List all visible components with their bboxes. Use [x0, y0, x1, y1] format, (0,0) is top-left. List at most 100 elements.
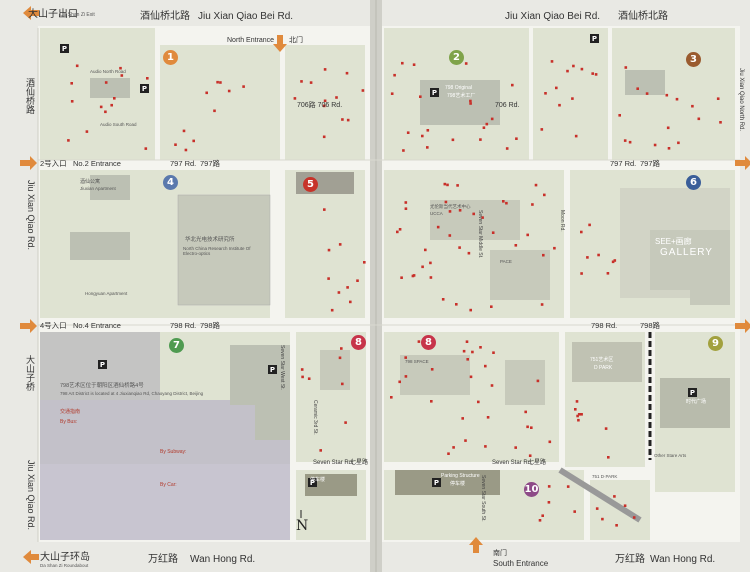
venue-dot	[485, 122, 489, 126]
venue-dot	[572, 64, 575, 68]
venue-dot	[182, 129, 186, 133]
venue-dot	[665, 93, 669, 97]
building-mid-b	[490, 250, 550, 300]
arrow-no2-entrance	[20, 156, 37, 170]
venue-dot	[697, 117, 701, 121]
venue-dot	[341, 118, 344, 121]
seven-star-road-cn-2: 七星路	[528, 460, 547, 466]
road-798-label-east: 798 Rd.	[591, 321, 618, 330]
road-798-label-west: 798 Rd.	[170, 321, 197, 330]
district-5-badge[interactable]: 5	[303, 177, 318, 192]
audio-north-label: Audio North Road	[90, 69, 126, 74]
building-1a	[90, 78, 130, 98]
venue-dot	[550, 60, 554, 63]
venue-dot	[528, 454, 532, 457]
venue-dot	[716, 97, 720, 100]
venue-dot	[323, 68, 327, 71]
district-8b-badge[interactable]: 8	[421, 335, 436, 350]
west-bridge-cn: 大山子桥	[25, 355, 35, 391]
venue-dot	[577, 418, 580, 422]
venue-dot	[505, 201, 508, 205]
south-entrance-cn: 南门	[493, 550, 507, 557]
road-798-cn-west: 798路	[200, 321, 221, 330]
venue-dot	[580, 230, 583, 234]
jiuxian-apartment-cn: 酒仙公寓	[80, 179, 101, 185]
venue-dot	[555, 86, 558, 90]
venue-dot	[541, 514, 544, 517]
venue-dot	[309, 81, 313, 84]
south-road-label-west: Wan Hong Rd.	[190, 554, 256, 565]
district-3-badge[interactable]: 3	[686, 52, 701, 67]
venue-dot	[531, 203, 534, 206]
audio-south-label: Audio South Road	[100, 122, 137, 127]
venue-dot	[361, 89, 365, 92]
arrow-east-798	[735, 319, 750, 333]
venue-dot	[398, 228, 402, 231]
venue-dot	[393, 73, 396, 77]
garden-label: Other Stare Arts	[654, 453, 687, 458]
parking-west-label: 停车楼	[310, 477, 326, 483]
venue-dot	[146, 77, 149, 80]
venue-dot	[323, 99, 327, 103]
south-road-label-west-cn: 万红路	[148, 554, 178, 565]
venue-dot	[492, 351, 495, 354]
north-road-label-west: Jiu Xian Qiao Bei Rd.	[198, 11, 294, 22]
venue-dot	[119, 66, 122, 70]
venue-dot	[444, 200, 448, 204]
venue-dot	[490, 305, 493, 308]
district-7-badge[interactable]: 7	[169, 338, 184, 353]
district-2-badge[interactable]: 2	[449, 50, 464, 65]
south-road-label-east-cn: 万红路	[615, 554, 645, 565]
district-4-badge[interactable]: 4	[163, 175, 178, 190]
venue-dot	[443, 182, 447, 186]
venue-dot	[346, 118, 350, 122]
venue-dot	[486, 416, 490, 419]
venue-dot	[588, 223, 591, 227]
venue-dot	[104, 81, 108, 84]
building-4b	[90, 175, 130, 200]
venue-dot	[464, 62, 468, 65]
venue-dot	[514, 244, 518, 247]
venue-dot	[524, 410, 527, 414]
address-label: 798 Art District is located at 4 Jiuxian…	[60, 391, 204, 396]
moon-road-label: Moon Rd.	[559, 210, 565, 232]
venue-dot	[429, 276, 433, 279]
venue-dot	[577, 413, 581, 416]
venue-dot	[174, 143, 177, 146]
seven-star-road-cn: 七星路	[350, 460, 369, 466]
venue-dot	[426, 129, 430, 132]
venue-dot	[70, 82, 73, 85]
venue-dot	[99, 105, 103, 109]
venue-dot	[553, 246, 556, 250]
space-label: 798 SPACE	[405, 359, 429, 364]
venue-dot	[691, 104, 694, 108]
venue-dot	[675, 97, 679, 101]
venue-dot	[573, 510, 576, 513]
venue-dot	[471, 350, 474, 354]
district-9-badge[interactable]: 9	[708, 336, 723, 351]
venue-dot	[719, 121, 722, 124]
diagonal-road	[558, 467, 642, 523]
venue-dot	[667, 147, 671, 150]
building-8c	[505, 360, 545, 405]
by-bus-label: By Bus:	[60, 419, 78, 425]
west-road-label: Jiu Xian Qiao Rd.	[26, 180, 36, 251]
parking-structure	[395, 470, 500, 495]
venue-dot	[595, 507, 599, 510]
original-cn: 798艺术工厂	[447, 93, 476, 99]
district-1-badge[interactable]: 1	[163, 50, 178, 65]
venue-dot	[540, 128, 544, 131]
district-8-badge[interactable]: 8	[351, 335, 366, 350]
venue-dot	[419, 95, 422, 98]
da-shan-zi-exit-cn: 大山子出口	[28, 9, 78, 20]
d-park-label: D PARK	[594, 365, 613, 371]
road-797-cn-west: 797路	[200, 159, 221, 168]
venue-dot	[455, 303, 458, 306]
district-6-badge[interactable]: 6	[686, 175, 701, 190]
venue-dot	[345, 71, 349, 75]
parking-structure-cn: 停车楼	[450, 481, 466, 487]
venue-dot	[404, 375, 408, 378]
by-car-label: By Car:	[160, 482, 177, 488]
district-10-badge[interactable]: 10	[524, 482, 539, 497]
north-road-label-east-cn: 酒仙桥北路	[618, 11, 668, 22]
